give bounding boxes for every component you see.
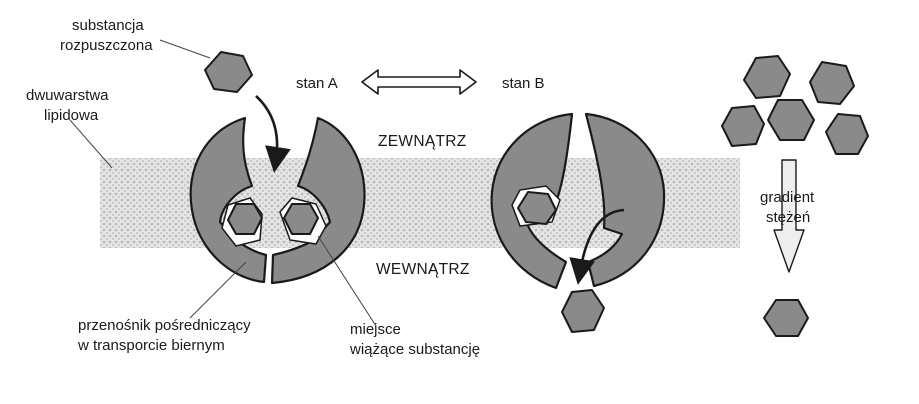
solute-hexagon-cluster-3	[767, 99, 815, 141]
solute-hexagon-bound-a-right	[283, 203, 319, 235]
solute-hexagon-bound-a-left	[227, 203, 263, 235]
leader-binding-site	[317, 235, 377, 327]
solute-hexagon-cluster-5	[825, 113, 869, 155]
label-bilayer-2: lipidowa	[44, 107, 99, 124]
leader-carrier	[189, 261, 247, 319]
label-gradient-1: gradient	[760, 189, 815, 206]
label-gradient-2: stężeń	[766, 209, 810, 226]
label-carrier-1: przenośnik pośredniczący	[78, 317, 251, 334]
label-binding-site-2: wiążące substancję	[349, 341, 480, 358]
label-solute-1: substancja	[72, 17, 144, 34]
label-solute-2: rozpuszczona	[60, 37, 153, 54]
label-outside: ZEWNĄTRZ	[378, 133, 467, 150]
label-inside: WEWNĄTRZ	[376, 261, 470, 278]
solute-hexagon-cluster-2	[809, 61, 855, 105]
leader-solute	[159, 39, 211, 59]
solute-hexagon-cluster-1	[743, 55, 791, 99]
entry-arrow	[255, 95, 291, 173]
solute-hexagon-released	[561, 289, 605, 333]
transporter-a-left	[189, 116, 268, 284]
label-carrier-2: w transporcie biernym	[77, 337, 225, 354]
transporter-b-right	[584, 112, 666, 288]
transporter-a-right	[270, 116, 366, 285]
double-arrow-icon	[361, 69, 477, 95]
label-bilayer-1: dwuwarstwa	[26, 87, 109, 104]
solute-hexagon-top	[204, 51, 253, 93]
solute-hexagon-bound-b	[517, 191, 557, 225]
label-state-a: stan A	[296, 75, 338, 92]
leader-bilayer	[69, 119, 113, 169]
down-arrow-icon	[773, 159, 805, 273]
exit-arrow	[569, 208, 625, 285]
solute-hexagon-low	[763, 299, 809, 337]
label-binding-site-1: miejsce	[350, 321, 401, 338]
solute-hexagon-cluster-4	[721, 105, 765, 147]
label-state-b: stan B	[502, 75, 545, 92]
